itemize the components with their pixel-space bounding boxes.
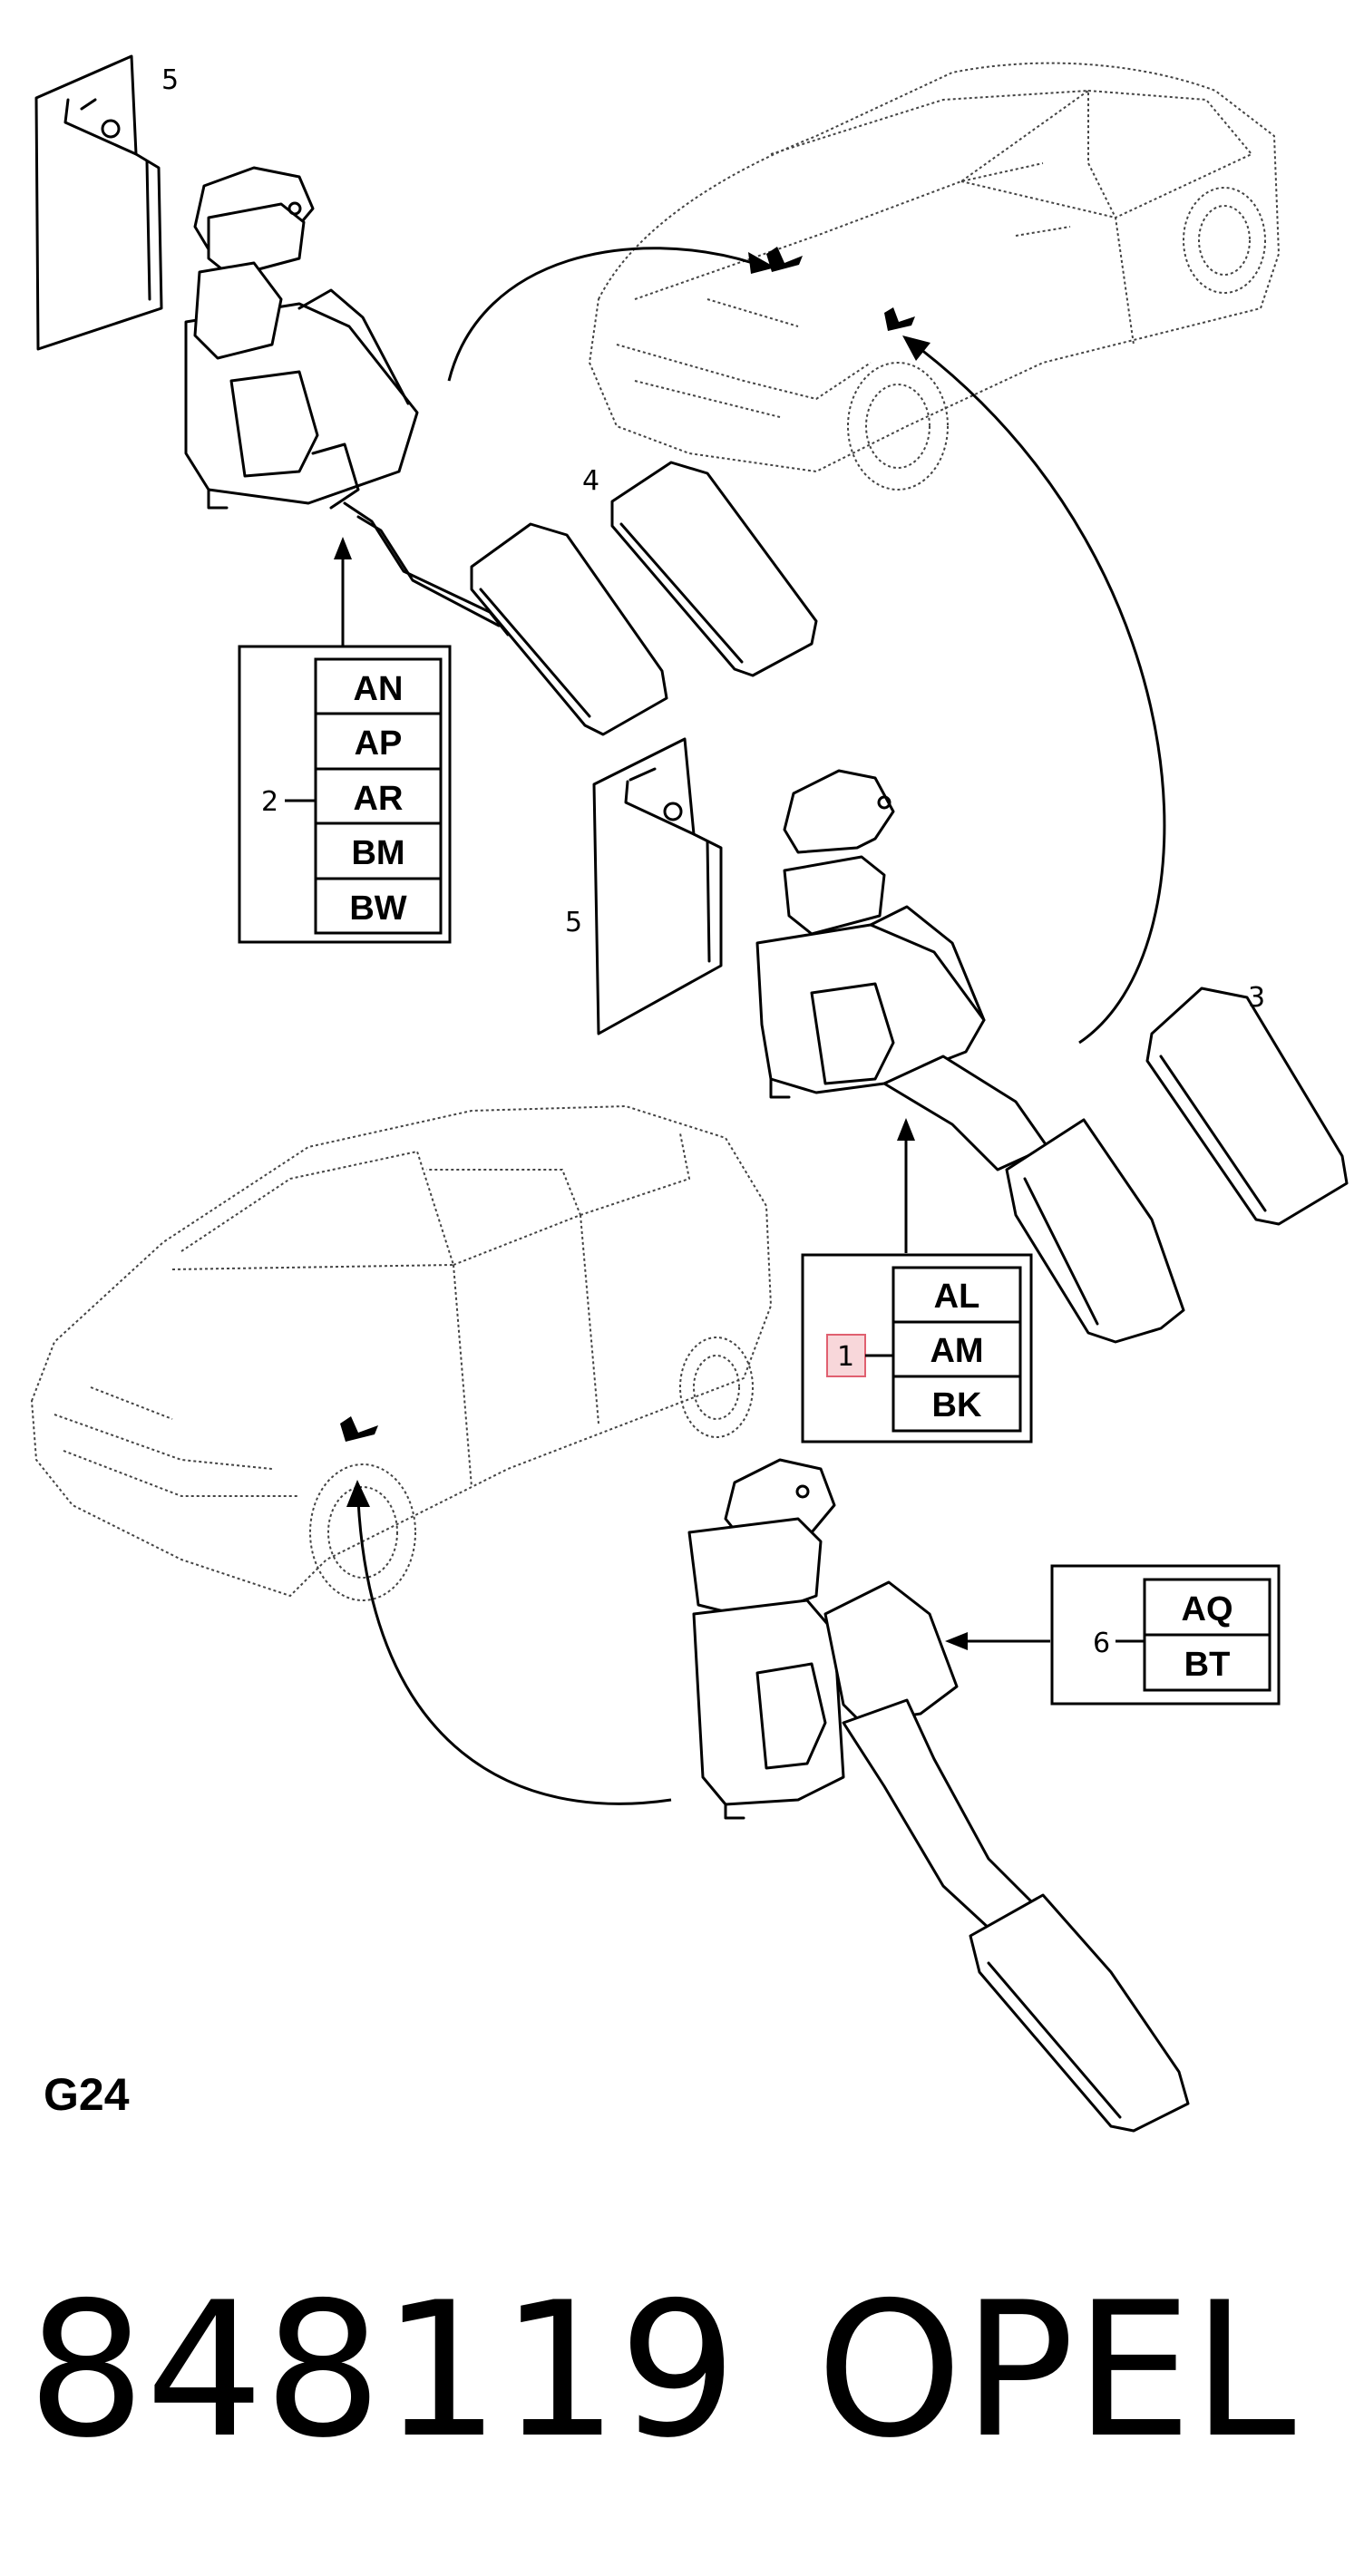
code-cell: BM (351, 834, 404, 872)
code-table-6: 6 AQ BT (1050, 1564, 1281, 1706)
pedal-location-mark (884, 307, 915, 331)
callout-bracket-middle: 5 (565, 907, 582, 938)
location-arrows (346, 247, 1166, 1805)
group-code: G24 (44, 2069, 130, 2120)
part-number: 848119 (27, 2263, 737, 2479)
callout-pedal-pad-4: 4 (582, 465, 599, 497)
car-hatchback-illustration (589, 62, 1280, 491)
pedal-assembly-2-drawing (184, 166, 510, 637)
code-cell: BW (349, 889, 406, 928)
pedal-location-mark (340, 1416, 378, 1442)
mounting-bracket-middle (592, 737, 723, 1035)
code-cell: AL (934, 1278, 980, 1316)
code-table-2: 2 AN AP AR BM BW (238, 645, 452, 944)
callout-assembly-6: 6 (1093, 1628, 1110, 1659)
pedal-location-mark (766, 247, 803, 272)
pedal-assembly-1-drawing (755, 769, 1185, 1344)
callout-bracket-top: 5 (161, 64, 179, 96)
code-cell: AP (355, 724, 403, 763)
callout-pedal-pad-3: 3 (1248, 982, 1265, 1014)
code-cell: AR (354, 780, 404, 818)
code-cell: AN (354, 670, 404, 708)
code-cell: BT (1184, 1646, 1231, 1684)
highlighted-callout-box (826, 1334, 866, 1377)
pedal-assembly-6-drawing (687, 1458, 1190, 2133)
callout-assembly-2: 2 (261, 786, 278, 818)
arrowhead (902, 335, 930, 361)
callout-assembly-1: 1 (837, 1341, 854, 1373)
pedal-pad-4-b (610, 461, 818, 677)
pedal-pad-3 (1145, 987, 1349, 1226)
code-cell: BK (932, 1386, 982, 1424)
arrowhead (346, 1480, 370, 1507)
arrowhead (897, 1118, 915, 1141)
code-cell: AM (930, 1332, 983, 1370)
arrowhead (334, 537, 352, 559)
code-table-1: 1 AL AM BK (801, 1253, 1033, 1444)
pedal-pad-4-a (470, 522, 668, 736)
car-mpv-illustration (31, 1105, 772, 1601)
arrowhead (945, 1632, 968, 1650)
code-cell: AQ (1182, 1590, 1233, 1628)
brand-name: OPEL (816, 2263, 1296, 2479)
mounting-bracket-top (34, 54, 163, 351)
leader-arrows (334, 537, 1050, 1650)
arrowhead (748, 252, 775, 274)
